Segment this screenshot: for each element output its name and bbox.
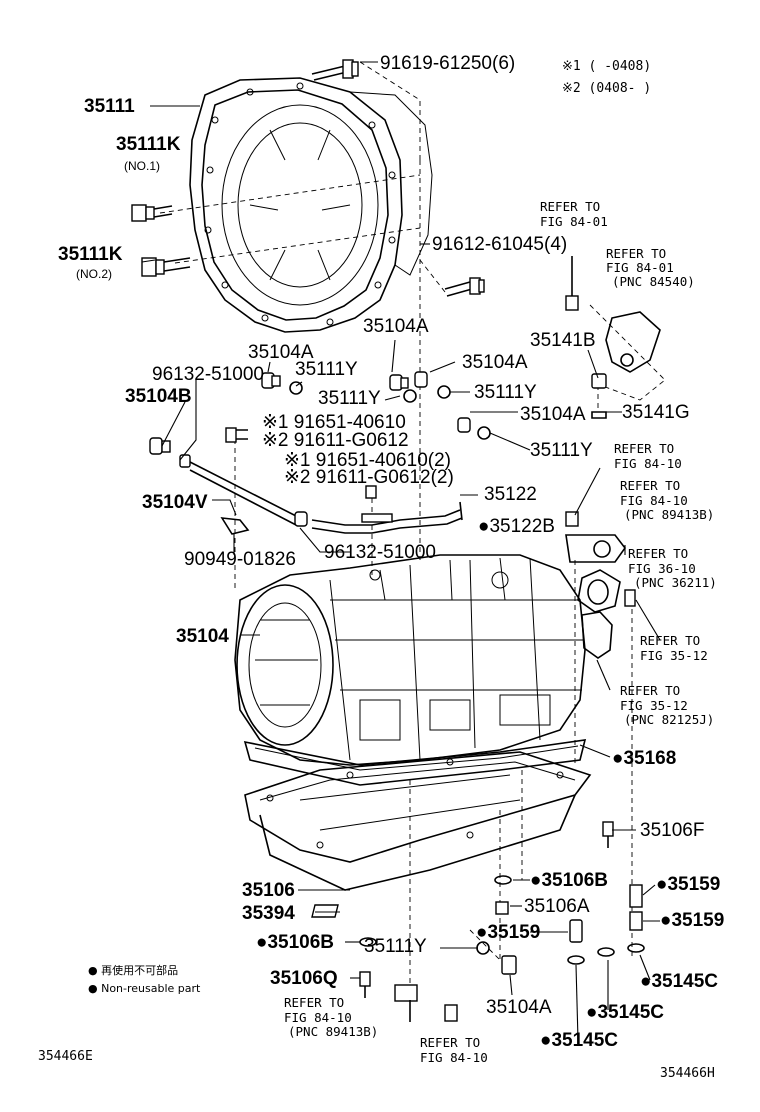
refer-1-line2: FIG 84-01 bbox=[540, 214, 608, 229]
note-non-reusable-jp: ● 再使用不可部品 bbox=[88, 963, 178, 977]
transmission-case-drawing bbox=[234, 554, 586, 766]
label-35104A-a: 35104A bbox=[363, 316, 429, 337]
refer-2-line2: FIG 84-01 bbox=[606, 260, 674, 275]
legend-code-1: ※1 ( -0408) bbox=[562, 59, 651, 74]
bolt-35111K-1-drawing bbox=[131, 204, 173, 222]
figure-code-right: 354466H bbox=[660, 1066, 715, 1081]
refer-8-line1: REFER TO bbox=[284, 995, 344, 1010]
label-35111K-no1: 35111K bbox=[116, 134, 181, 155]
refer-5-line2: FIG 36-10 bbox=[628, 561, 696, 576]
label-91612-61045: 91612-61045(4) bbox=[432, 234, 567, 255]
refer-4-line1: REFER TO bbox=[620, 478, 680, 493]
label-35394: 35394 bbox=[242, 903, 295, 924]
note-non-reusable-en: ● Non-reusable part bbox=[88, 982, 201, 995]
label-35106Q: 35106Q bbox=[270, 968, 338, 989]
label-35159-a: ●35159 bbox=[476, 922, 540, 943]
refer-4-line2: FIG 84-10 bbox=[620, 493, 688, 508]
label-96132-51000-a: 96132-51000 bbox=[152, 364, 264, 385]
label-35141G: 35141G bbox=[622, 402, 690, 423]
fittings-drawing bbox=[149, 371, 491, 468]
label-35106A: 35106A bbox=[524, 896, 590, 917]
label-35104: 35104 bbox=[176, 626, 229, 647]
refer-9-line1: REFER TO bbox=[420, 1035, 480, 1050]
refer-5-line1: REFER TO bbox=[628, 546, 688, 561]
label-35104A-c: 35104A bbox=[462, 352, 528, 373]
label-35106: 35106 bbox=[242, 880, 295, 901]
leader-lines bbox=[141, 61, 661, 1041]
label-35145C-b: ●35145C bbox=[586, 1002, 664, 1023]
refer-4-line3: (PNC 89413B) bbox=[624, 507, 714, 522]
bolt-91612-drawing bbox=[444, 277, 485, 297]
label-35145C-c: ●35145C bbox=[540, 1030, 618, 1051]
legend-code-2: ※2 (0408- ) bbox=[562, 81, 651, 96]
bell-housing-drawing bbox=[189, 77, 433, 333]
label-35122: 35122 bbox=[484, 484, 537, 505]
refer-7-line3: (PNC 82125J) bbox=[624, 712, 714, 727]
drain-parts-drawing bbox=[311, 821, 645, 1022]
label-35106B-a: ●35106B bbox=[256, 932, 334, 953]
refer-1-line1: REFER TO bbox=[540, 199, 600, 214]
label-35111Y-e: 35111Y bbox=[364, 936, 427, 957]
label-35111K-no2: 35111K bbox=[58, 244, 123, 265]
refer-6-line2: FIG 35-12 bbox=[640, 648, 708, 663]
label-91611-G0612-b: ※2 91611-G0612(2) bbox=[284, 467, 454, 488]
label-35145C-a: ●35145C bbox=[640, 971, 718, 992]
label-96132-51000-b: 96132-51000 bbox=[324, 542, 436, 563]
label-35111K-no1-sub: (NO.1) bbox=[124, 159, 160, 173]
refer-3-line2: FIG 84-10 bbox=[614, 456, 682, 471]
gasket-drawing bbox=[243, 739, 587, 786]
label-35111Y-a: 35111Y bbox=[295, 359, 358, 380]
refer-7-line2: FIG 35-12 bbox=[620, 698, 688, 713]
label-35159-c: ●35159 bbox=[660, 910, 724, 931]
refer-6-line1: REFER TO bbox=[640, 633, 700, 648]
label-35104A-d: 35104A bbox=[520, 404, 586, 425]
label-91611-G0612-a: ※2 91611-G0612 bbox=[262, 430, 409, 451]
label-91651-40610-b: ※1 91651-40610(2) bbox=[284, 450, 451, 471]
label-35111Y-b: 35111Y bbox=[318, 388, 381, 409]
label-35104V: 35104V bbox=[142, 492, 208, 513]
label-35111K-no2-sub: (NO.2) bbox=[76, 267, 112, 281]
sensor-parts-drawing bbox=[565, 256, 661, 659]
label-35104B: 35104B bbox=[125, 386, 192, 407]
bolt-35111K-2-drawing bbox=[141, 257, 191, 277]
label-35106B-b: ●35106B bbox=[530, 870, 608, 891]
label-35104A-e: 35104A bbox=[486, 997, 552, 1018]
label-35111: 35111 bbox=[84, 96, 135, 117]
label-35159-b: ●35159 bbox=[656, 874, 720, 895]
refer-8-line2: FIG 84-10 bbox=[284, 1010, 352, 1025]
label-35104A-b: 35104A bbox=[248, 342, 314, 363]
label-35111Y-c: 35111Y bbox=[474, 382, 537, 403]
label-35122B: ●35122B bbox=[478, 516, 555, 537]
refer-9-line2: FIG 84-10 bbox=[420, 1050, 488, 1065]
refer-8-line3: (PNC 89413B) bbox=[288, 1024, 378, 1039]
label-35106F: 35106F bbox=[640, 820, 704, 841]
refer-3-line1: REFER TO bbox=[614, 441, 674, 456]
figure-code-left: 354466E bbox=[38, 1049, 93, 1064]
refer-5-line3: (PNC 36211) bbox=[634, 575, 717, 590]
guide-lines bbox=[159, 61, 666, 990]
label-35141B: 35141B bbox=[530, 330, 596, 351]
label-35168: ●35168 bbox=[612, 748, 676, 769]
label-90949-01826: 90949-01826 bbox=[184, 549, 296, 570]
refer-2-line3: (PNC 84540) bbox=[612, 274, 695, 289]
label-91619-61250: 91619-61250(6) bbox=[380, 53, 515, 74]
oil-tubes-drawing bbox=[189, 427, 463, 535]
refer-7-line1: REFER TO bbox=[620, 683, 680, 698]
bolt-91619-drawing bbox=[311, 59, 359, 81]
oil-pan-drawing bbox=[244, 751, 592, 891]
refer-2-line1: REFER TO bbox=[606, 246, 666, 261]
label-35111Y-d: 35111Y bbox=[530, 440, 593, 461]
label-91651-40610-a: ※1 91651-40610 bbox=[262, 412, 406, 433]
